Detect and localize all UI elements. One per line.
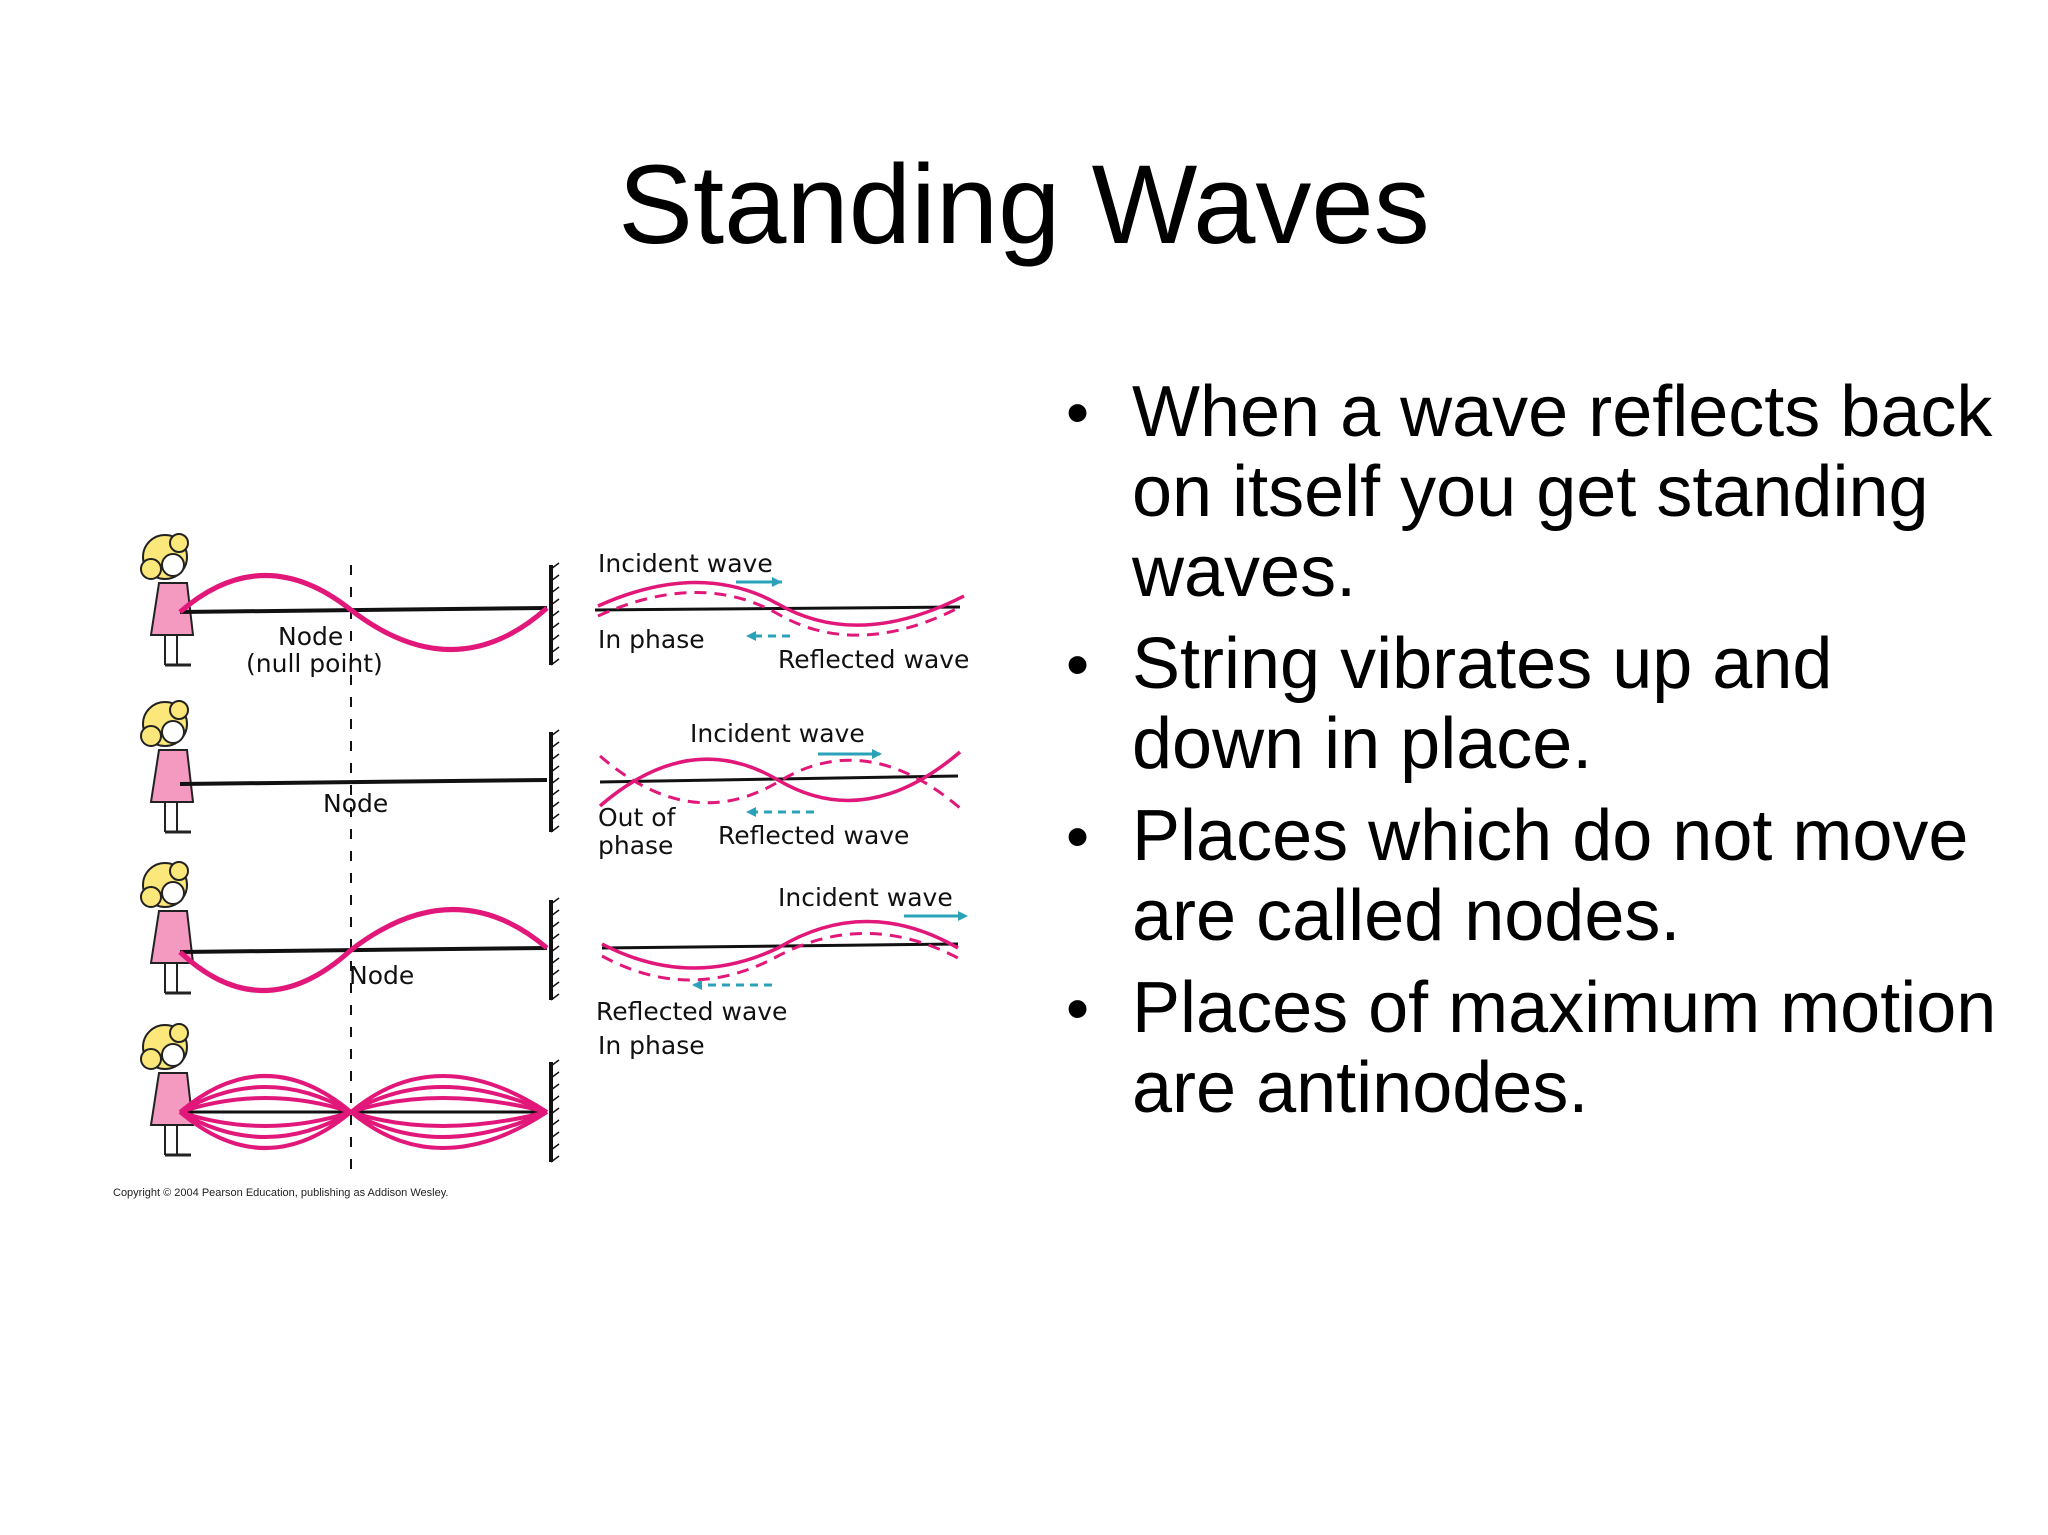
bullet-item: • Places of maximum motion are antinodes. <box>1058 968 2018 1128</box>
girl-icon <box>139 860 195 995</box>
bullet-text: String vibrates up and down in place. <box>1132 624 1833 784</box>
wall-icon <box>549 896 561 1002</box>
girl-icon <box>139 1022 195 1157</box>
label-incident-wave: Incident wave <box>778 883 953 912</box>
girl-icon <box>139 699 195 834</box>
bullet-dot-icon: • <box>1066 375 1090 449</box>
label-phase: phase <box>598 831 673 860</box>
standing-wave-figure: Node (null point) Incident wave In phase… <box>139 532 969 1180</box>
bullet-item: • String vibrates up and down in place. <box>1058 624 2018 784</box>
wall-icon <box>549 728 561 834</box>
row-4-standing-wave <box>139 1022 561 1164</box>
label-reflected-wave: Reflected wave <box>718 821 909 850</box>
label-incident-wave: Incident wave <box>598 549 773 578</box>
bullet-list: • When a wave reflects back on itself you… <box>1058 372 2018 1140</box>
wall-icon <box>549 561 561 667</box>
bullet-item: • When a wave reflects back on itself you… <box>1058 372 2018 612</box>
bullet-dot-icon: • <box>1066 627 1090 701</box>
bullet-text: When a wave reflects back on itself you … <box>1132 372 1993 612</box>
label-reflected-wave: Reflected wave <box>596 997 787 1026</box>
bullet-text: Places of maximum motion are antinodes. <box>1132 968 1997 1128</box>
row-1-string <box>139 532 561 667</box>
row-3-wave-detail <box>601 911 968 990</box>
copyright-note: Copyright © 2004 Pearson Education, publ… <box>113 1187 449 1199</box>
label-incident-wave: Incident wave <box>690 719 865 748</box>
bullet-dot-icon: • <box>1066 799 1090 873</box>
row-2-string <box>139 699 561 834</box>
label-node: Node <box>278 622 343 651</box>
bullet-dot-icon: • <box>1066 971 1090 1045</box>
bullet-text: Places which do not move are called node… <box>1132 796 1969 956</box>
bullet-item: • Places which do not move are called nod… <box>1058 796 2018 956</box>
row-3-string <box>139 860 561 1002</box>
girl-icon <box>139 532 195 667</box>
row-2-wave-detail <box>598 749 962 817</box>
row-1-wave-detail <box>594 577 965 641</box>
label-reflected-wave: Reflected wave <box>778 645 969 674</box>
label-node: Node <box>323 789 388 818</box>
label-null-point: (null point) <box>246 649 383 678</box>
label-in-phase: In phase <box>598 1031 705 1060</box>
slide-title: Standing Waves <box>618 142 1430 267</box>
label-in-phase: In phase <box>598 625 705 654</box>
wall-icon <box>549 1058 561 1164</box>
label-out-of: Out of <box>598 803 677 832</box>
label-node: Node <box>349 961 414 990</box>
